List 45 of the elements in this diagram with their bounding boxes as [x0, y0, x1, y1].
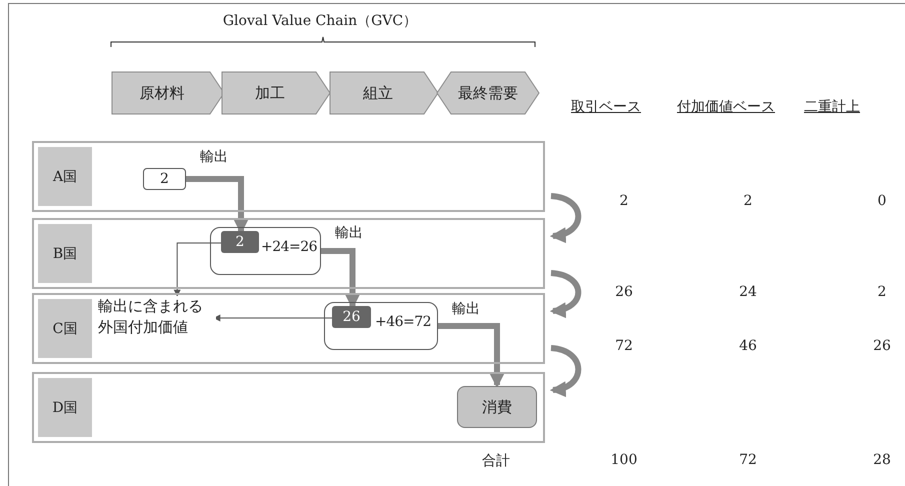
country-band — [32, 141, 545, 212]
table-value: 26 — [873, 338, 891, 354]
imported-value-box: 2 — [221, 231, 259, 253]
process-arrow-shape: 加工 — [222, 72, 330, 114]
column-header: 取引ベース — [571, 98, 641, 116]
value-formula: +24=26 — [261, 239, 318, 255]
table-value: 26 — [615, 284, 633, 300]
country-label: A国 — [38, 147, 92, 206]
table-value: 合計 — [482, 452, 510, 470]
chain-title: Gloval Value Chain（GVC） — [222, 12, 418, 30]
table-value: 24 — [739, 284, 757, 300]
table-value: 0 — [878, 193, 886, 209]
table-value: 2 — [878, 284, 886, 300]
table-value: 100 — [610, 452, 638, 468]
imported-value-box: 26 — [332, 306, 371, 328]
table-value: 2 — [620, 193, 628, 209]
column-header: 二重計上 — [804, 98, 860, 116]
arrow — [438, 323, 505, 388]
table-value: 2 — [744, 193, 752, 209]
consumption-box: 消費 — [457, 386, 537, 428]
country-band — [32, 218, 545, 289]
edge-label: 輸出 — [335, 224, 363, 242]
value-added-box — [324, 302, 438, 350]
table-value: 28 — [873, 452, 891, 468]
table-value: 46 — [739, 338, 757, 354]
column-header: 付加価値ベース — [677, 98, 775, 116]
curved-arrow — [550, 193, 582, 242]
value-box: 2 — [143, 168, 186, 190]
edge-label: 輸出 — [452, 300, 480, 318]
value-added-box — [210, 227, 321, 275]
curved-arrow — [550, 345, 582, 396]
process-arrow-shape: 組立 — [330, 72, 438, 114]
edge-label: 輸出 — [200, 148, 228, 166]
country-label: B国 — [38, 224, 92, 283]
value-formula: +46=72 — [375, 314, 432, 330]
curved-arrow — [550, 270, 582, 318]
country-label: C国 — [38, 299, 92, 358]
process-arrow-shape: 原材料 — [112, 72, 224, 114]
country-label: D国 — [38, 378, 92, 437]
country-band — [32, 293, 545, 364]
country-band — [32, 372, 545, 443]
arrow — [174, 242, 222, 297]
table-value: 72 — [615, 338, 633, 354]
demand-octagon: 最終需要 — [437, 72, 539, 114]
table-value: 72 — [739, 452, 757, 468]
